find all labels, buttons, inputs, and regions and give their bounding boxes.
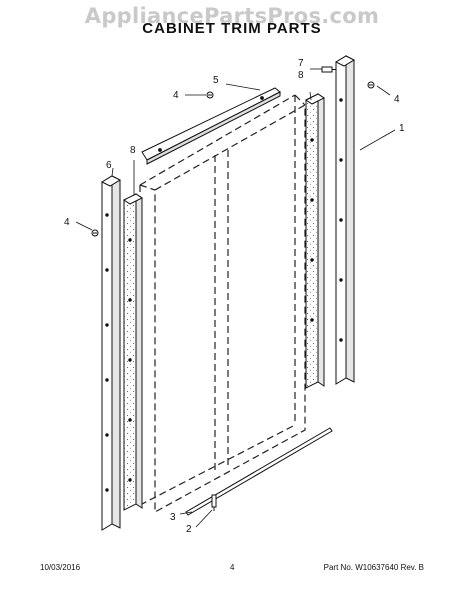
bottom-strip (185, 427, 333, 516)
page-title: CABINET TRIM PARTS (142, 20, 322, 37)
callout-7: 7 (298, 58, 304, 69)
top-trim (141, 87, 281, 165)
footer-date: 10/03/2016 (40, 563, 81, 572)
watermark: AppliancePartsPros.com (84, 4, 380, 28)
right-foam-trim (305, 93, 325, 389)
screw-icon (206, 91, 214, 99)
cabinet-outline (139, 94, 306, 514)
callout-6: 6 (106, 160, 112, 171)
callout-5: 5 (213, 75, 219, 86)
callout-2: 2 (186, 524, 192, 535)
callout-4: 4 (173, 90, 179, 101)
callout-8: 8 (298, 70, 304, 81)
screw-icon (321, 66, 336, 73)
screw-icon (367, 81, 375, 89)
left-foam-trim (123, 193, 143, 511)
screw-icon (211, 494, 217, 511)
footer-page-number: 4 (230, 563, 235, 572)
callout-4: 4 (394, 94, 400, 105)
left-outer-trim (100, 175, 122, 531)
callout-3: 3 (170, 512, 176, 523)
callout-1: 1 (399, 123, 405, 134)
leader-lines (75, 68, 396, 528)
callout-8: 8 (130, 145, 136, 156)
callout-4: 4 (64, 217, 70, 228)
right-outer-trim (334, 55, 356, 385)
footer-part-number: Part No. W10637640 Rev. B (323, 563, 424, 572)
screw-icon (91, 229, 99, 237)
